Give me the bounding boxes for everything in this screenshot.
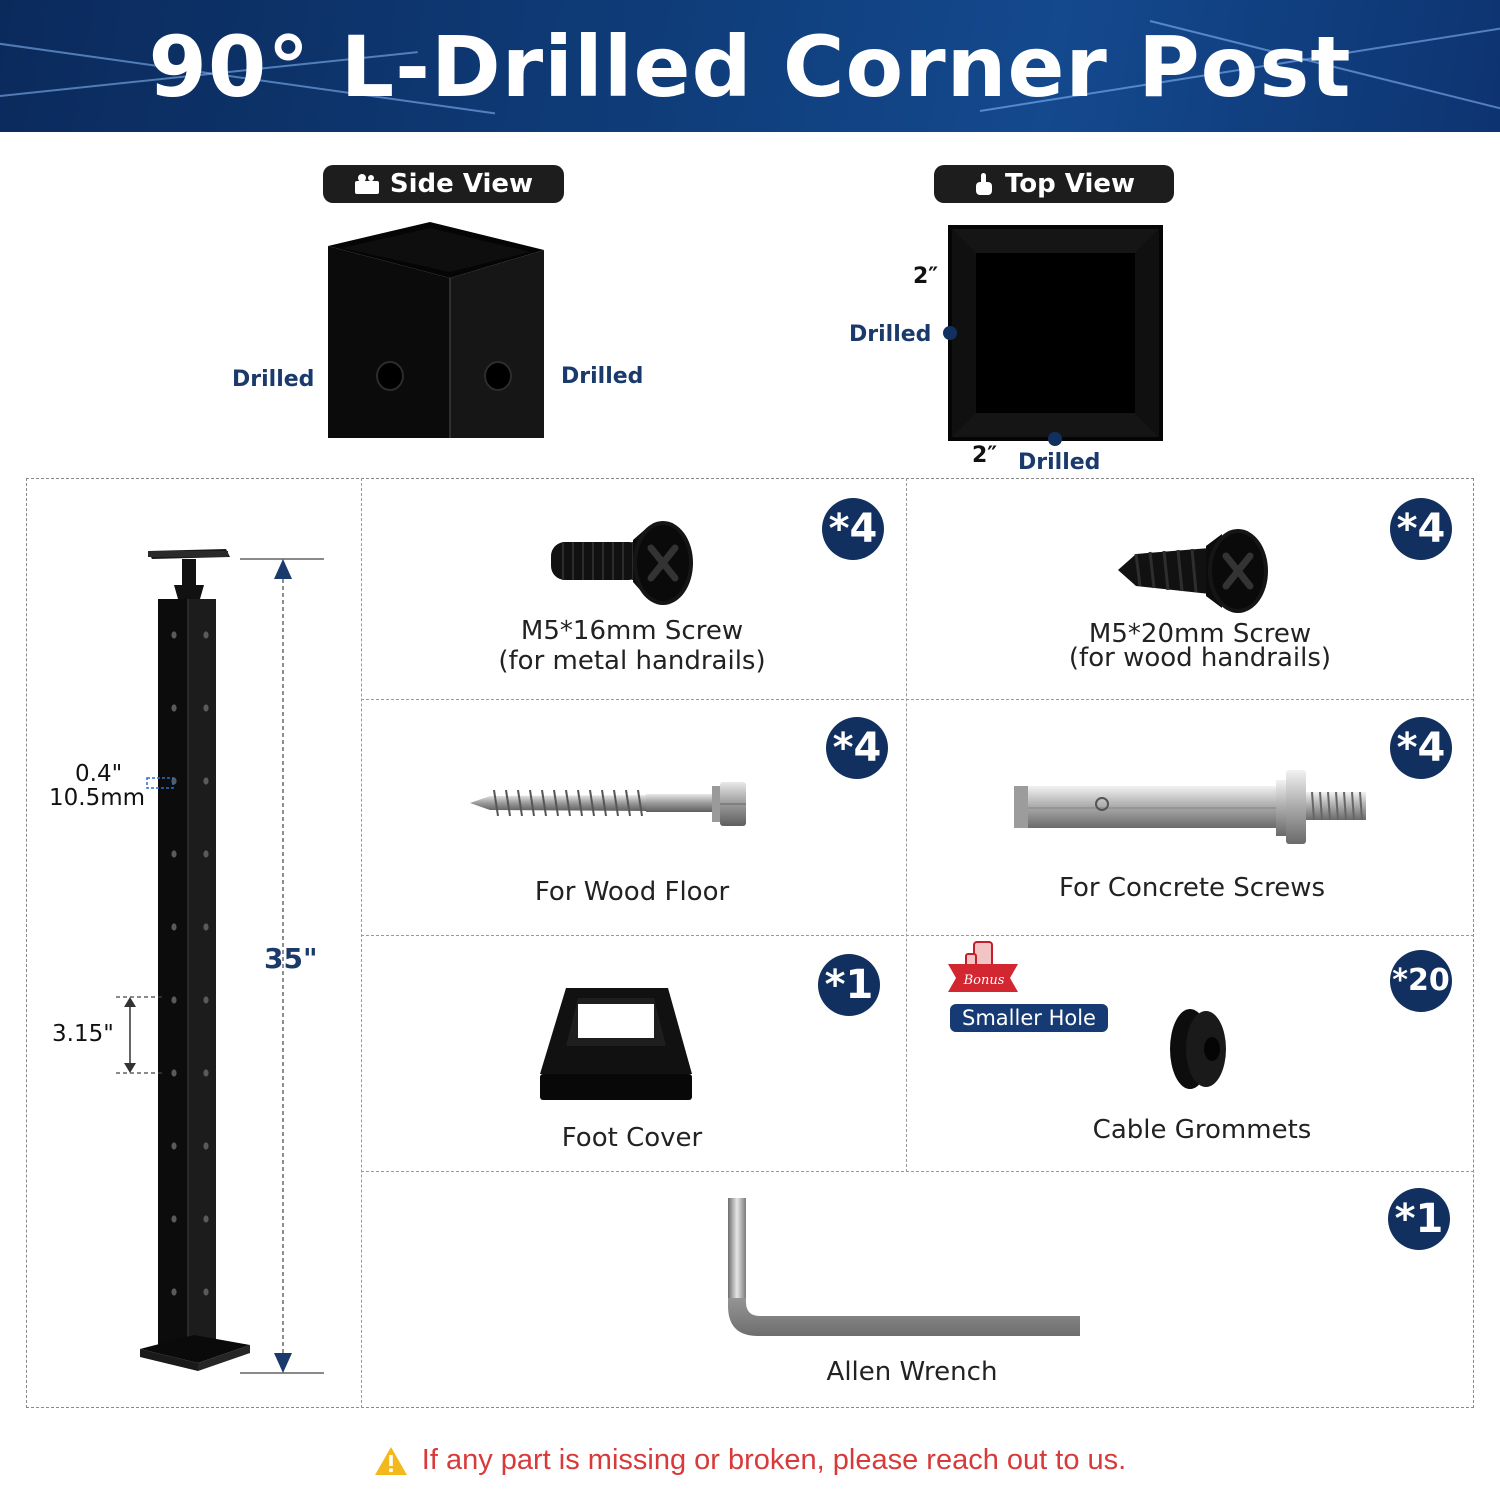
hand-pointer-icon (975, 173, 992, 195)
post-height-label: 35" (264, 942, 318, 975)
top-view-post-image (943, 225, 1163, 446)
post-hole (203, 996, 209, 1004)
qty-badge: *4 (822, 498, 884, 560)
part-wood-floor-label: For Wood Floor (534, 877, 730, 907)
post-hole (203, 1288, 209, 1296)
top-dim-width: 2″ (913, 264, 939, 289)
qty-badge: *4 (1390, 498, 1452, 560)
post-hole (171, 1069, 177, 1077)
bonus-thumbs-up-icon: Bonus (948, 941, 1018, 992)
post-hole (171, 1142, 177, 1150)
qty-badge: *20 (1390, 950, 1452, 1012)
part-foot-cover-label: Foot Cover (561, 1123, 703, 1153)
bonus-ribbon-text: Bonus (963, 973, 1005, 988)
notice-text: If any part is missing or broken, please… (421, 1444, 1127, 1476)
height-arrow (240, 558, 324, 1374)
hole-spacing-label: 3.15" (52, 1021, 114, 1047)
smaller-hole-badge: Smaller Hole (950, 1004, 1108, 1032)
qty-badge: *4 (1390, 717, 1452, 779)
post-hole (203, 1069, 209, 1077)
post-hole (171, 1288, 177, 1296)
m5-20mm-screw-image (1118, 529, 1268, 613)
top-dim-depth: 2″ (972, 443, 998, 468)
post-hole (171, 1215, 177, 1223)
post-hole (203, 704, 209, 712)
side-view-label: Side View (389, 169, 534, 199)
foot-cover-image (540, 988, 692, 1100)
part-allen-wrench-label: Allen Wrench (826, 1357, 998, 1387)
post-hole (171, 996, 177, 1004)
page-title: 90° L-Drilled Corner Post (148, 18, 1352, 116)
post-hole (171, 850, 177, 858)
post-hole (203, 1215, 209, 1223)
post-hole (203, 631, 209, 639)
post-hole (171, 923, 177, 931)
corner-post-image (140, 549, 250, 1371)
post-hole (203, 850, 209, 858)
post-hole (203, 923, 209, 931)
side-drilled-left-label: Drilled (232, 367, 315, 392)
title-banner: 90° L-Drilled Corner Post (0, 0, 1500, 132)
side-drilled-right-label: Drilled (561, 364, 644, 389)
qty-badge: *1 (818, 954, 880, 1016)
concrete-anchor-image (1014, 770, 1366, 844)
allen-wrench-image (728, 1198, 1080, 1336)
hole-diameter-mm: 10.5mm (49, 785, 146, 811)
post-hole (203, 1142, 209, 1150)
top-view-pill: Top View (934, 165, 1174, 203)
parts-frame (26, 478, 1474, 1408)
cable-grommet-image (1170, 1009, 1226, 1089)
part-concrete-label: For Concrete Screws (1058, 873, 1326, 903)
top-drilled-left-label: Drilled (849, 322, 932, 347)
part-m5-20mm-label: M5*20mm Screw (for wood handrails) (1068, 619, 1332, 673)
camera-icon (354, 174, 379, 194)
part-cable-grommets-label: Cable Grommets (1092, 1115, 1312, 1145)
spacing-arrow (116, 996, 162, 1074)
post-hole (203, 777, 209, 785)
top-view-label: Top View (1004, 169, 1136, 199)
post-hole (171, 704, 177, 712)
hole-diameter-inches: 0.4" (75, 761, 123, 787)
side-view-post-image (328, 222, 544, 438)
m5-16mm-screw-image (551, 521, 693, 605)
qty-badge: *4 (826, 717, 888, 779)
warning-icon (374, 1446, 407, 1475)
post-hole (171, 631, 177, 639)
part-m5-16mm-label: M5*16mm Screw (for metal handrails) (498, 616, 766, 676)
side-view-pill: Side View (323, 165, 564, 203)
qty-badge: *1 (1388, 1188, 1450, 1250)
missing-parts-notice: If any part is missing or broken, please… (0, 1444, 1500, 1477)
wood-floor-lag-screw-image (470, 782, 746, 826)
top-drilled-bottom-label: Drilled (1018, 450, 1101, 475)
hole-dim-marker (146, 777, 174, 789)
